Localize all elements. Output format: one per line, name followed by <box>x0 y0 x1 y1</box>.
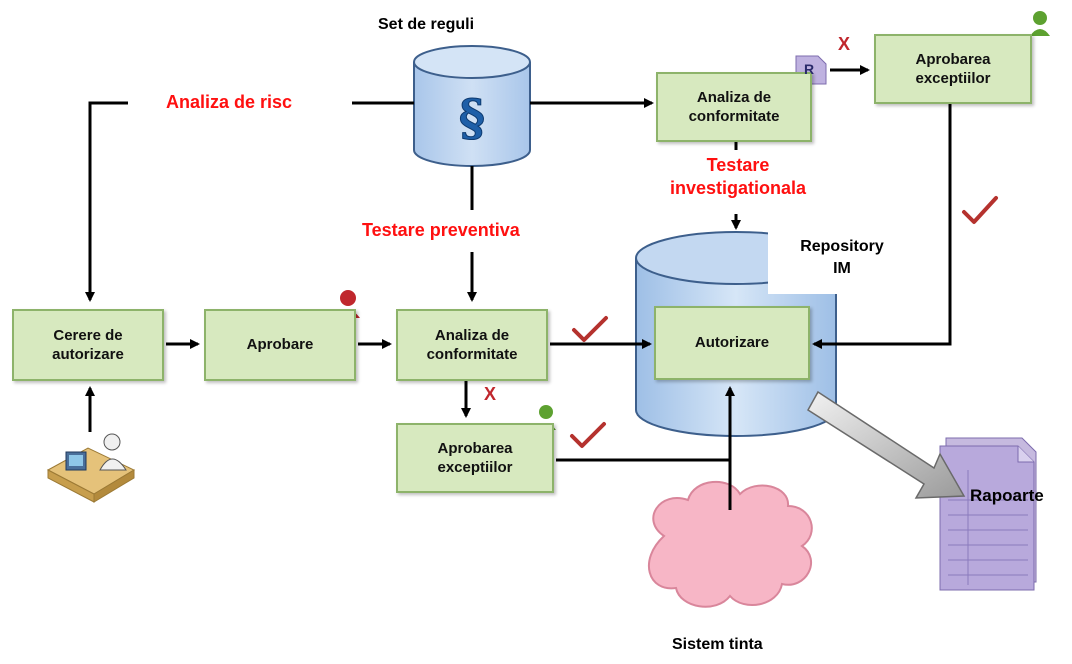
box-text: Cerere de <box>53 326 123 344</box>
aprobarea-exceptiilor-box-top: Aprobarea exceptiilor <box>874 34 1032 104</box>
box-text: Aprobare <box>246 336 314 354</box>
box-text: Analiza de <box>434 326 510 344</box>
label-line: IM <box>833 259 851 277</box>
box-text: conformitate <box>688 108 780 125</box>
checkmark-icon <box>572 316 608 342</box>
box-text: conformitate <box>426 346 518 363</box>
box-text: exceptiilor <box>437 459 513 476</box>
label-line: Testare <box>706 155 770 175</box>
checkmark-icon <box>962 196 998 224</box>
box-text: Autorizare <box>694 334 770 352</box>
box-text: exceptiilor <box>915 70 991 87</box>
investigational-testing-label: Testare investigationala <box>640 154 836 199</box>
cerere-de-autorizare-box: Cerere de autorizare <box>12 309 164 381</box>
paragraph-icon: § <box>459 88 485 147</box>
reports-label: Rapoarte <box>970 486 1044 505</box>
box-text: Aprobarea <box>437 439 513 457</box>
approver-person-icon <box>1030 11 1050 36</box>
reject-x-icon: X <box>838 34 851 54</box>
ruleset-label: Set de reguli <box>378 16 475 33</box>
preventive-testing-label: Testare preventiva <box>362 220 520 240</box>
analiza-conformitate-box-top: Analiza de conformitate <box>656 72 812 142</box>
flow-connectors <box>85 65 952 510</box>
aprobarea-exceptiilor-box-bottom: Aprobarea exceptiilor <box>396 423 554 493</box>
label-line: investigationala <box>669 177 807 198</box>
reports-document-icon <box>939 437 1037 591</box>
report-badge-letter: R <box>804 61 815 77</box>
repository-label-backdrop <box>768 226 918 294</box>
risk-analysis-label: Analiza de risc <box>166 92 293 112</box>
box-text: Aprobarea <box>915 50 991 68</box>
repository-label: Repository IM <box>774 236 910 279</box>
analiza-conformitate-box: Analiza de conformitate <box>396 309 548 381</box>
box-text: Analiza de <box>696 88 772 106</box>
autorizare-box: Autorizare <box>654 306 810 380</box>
user-at-computer-icon <box>46 433 136 503</box>
reject-x-icon: X <box>484 384 497 404</box>
box-text: autorizare <box>52 346 124 363</box>
aprobare-box: Aprobare <box>204 309 356 381</box>
checkmark-icon <box>570 422 606 448</box>
label-line: Repository <box>800 238 884 255</box>
reports-arrow <box>807 390 966 499</box>
ruleset-database: § <box>413 45 531 167</box>
target-system-label: Sistem tinta <box>672 636 763 653</box>
target-system-cloud <box>647 480 813 608</box>
